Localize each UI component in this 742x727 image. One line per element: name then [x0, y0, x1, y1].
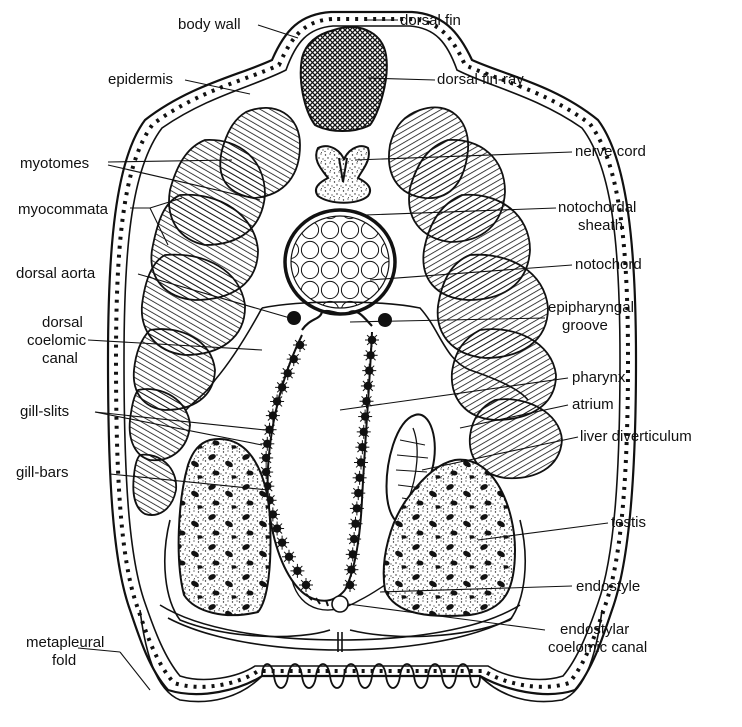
dorsal-aorta-right: [378, 313, 392, 327]
label-metapleural-fold-line2: fold: [52, 652, 76, 669]
label-gill-bars: gill-bars: [16, 464, 69, 481]
label-notochordal-sheath-line1: notochordal: [558, 199, 636, 216]
label-epipharyngal-groove-line2: groove: [562, 317, 608, 334]
label-metapleural-fold-line1: metapleural: [26, 634, 104, 651]
nerve-cord: [316, 146, 370, 203]
label-dorsal-coelomic-canal-line1: dorsal: [42, 314, 83, 331]
label-gill-slits: gill-slits: [20, 403, 69, 420]
label-notochordal-sheath-line2: sheath: [578, 217, 623, 234]
label-dorsal-coelomic-canal-line2: coelomic: [27, 332, 87, 349]
label-epipharyngal-groove-line1: epipharyngal: [548, 299, 634, 316]
label-epidermis: epidermis: [108, 71, 173, 88]
label-dorsal-coelomic-canal-line3: canal: [42, 350, 78, 367]
label-myocommata: myocommata: [18, 201, 109, 218]
label-endostyle: endostyle: [576, 578, 640, 595]
label-dorsal-fin-ray: dorsal fin-ray: [437, 71, 524, 88]
epipharyngal-groove: [302, 311, 372, 330]
label-endostylar-coelomic-canal-line2: coelomic canal: [548, 639, 647, 656]
testis-left: [179, 439, 271, 615]
dorsal-fin-ray: [301, 27, 387, 131]
label-testis: testis: [611, 514, 646, 531]
label-notochord: notochord: [575, 256, 642, 273]
label-pharynx: pharynx: [572, 369, 626, 386]
label-endostylar-coelomic-canal-line1: endostylar: [560, 621, 629, 638]
notochord: [291, 216, 389, 308]
label-dorsal-fin: dorsal fin: [400, 12, 461, 29]
label-dorsal-aorta: dorsal aorta: [16, 265, 96, 282]
label-nerve-cord: nerve cord: [575, 143, 646, 160]
label-liver-diverticulum: liver diverticulum: [580, 428, 692, 445]
gill-bars: [259, 333, 379, 592]
label-body-wall: body wall: [178, 16, 241, 33]
label-atrium: atrium: [572, 396, 614, 413]
label-myotomes: myotomes: [20, 155, 89, 172]
endostylar-coelomic-canal: [332, 596, 348, 612]
